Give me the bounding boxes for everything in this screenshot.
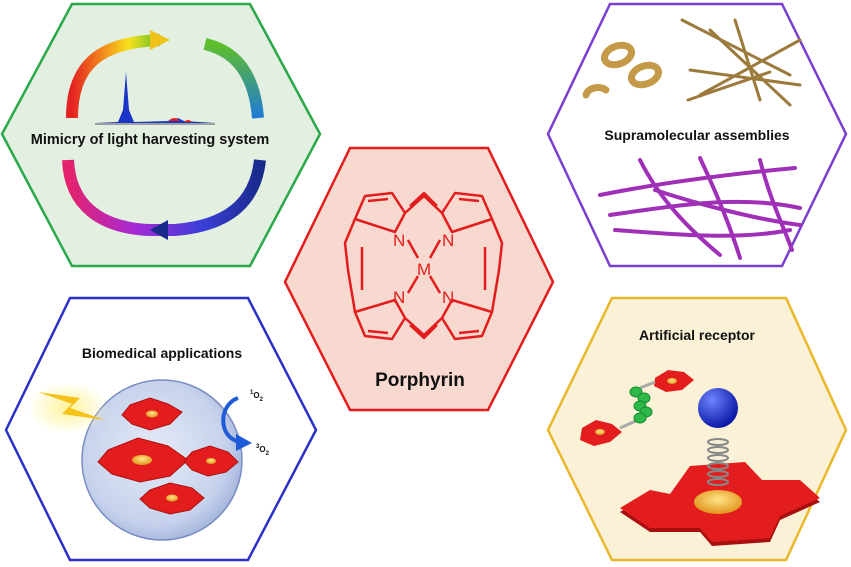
light-harvesting-title: Mimicry of light harvesting system (31, 132, 270, 148)
singlet-oxygen-label: 1O2 (250, 390, 264, 403)
guest-ball (698, 388, 738, 428)
light-harvesting-panel: Mimicry of light harvesting system (0, 2, 322, 268)
nitrogen-label-top-right: N (442, 231, 454, 250)
porphyrin-platform (620, 462, 820, 546)
absorption-spectrum (95, 72, 215, 125)
biomedical-title: Biomedical applications (82, 345, 242, 361)
supramolecular-title: Supramolecular assemblies (604, 127, 789, 143)
arrow-head-bottom (150, 220, 168, 240)
porphyrin-structure (343, 191, 504, 341)
porphyrin-title: Porphyrin (375, 370, 465, 391)
spring-linker (707, 438, 729, 486)
artificial-receptor-panel: Artificial receptor (546, 296, 848, 562)
gold-fibers (680, 18, 802, 107)
triplet-oxygen-label: 3O2 (256, 444, 270, 457)
porphyrin-dimer (580, 370, 694, 446)
rainbow-arrow-top (66, 34, 161, 119)
supramolecular-panel: Supramolecular assemblies (546, 2, 848, 268)
light-irradiation-icon (28, 382, 108, 434)
arrow-head-top (150, 30, 170, 50)
porphyrin-center-panel: N N N N M Porphyrin (283, 146, 555, 412)
artificial-receptor-title: Artificial receptor (639, 327, 755, 343)
biomedical-panel: Biomedical applications 1O2 3O2 (4, 296, 318, 562)
nitrogen-label-top-left: N (393, 231, 405, 250)
gold-rings (582, 41, 663, 99)
oxygen-conversion-arrow (221, 396, 241, 444)
metal-label: M (417, 260, 431, 279)
rainbow-arrow-right (203, 38, 264, 119)
porphyrin-hexagon (283, 146, 555, 412)
porphyrin-centers (132, 410, 216, 502)
purple-fibers (598, 156, 802, 260)
nitrogen-label-bottom-left: N (393, 288, 405, 307)
nitrogen-label-bottom-right: N (442, 288, 454, 307)
